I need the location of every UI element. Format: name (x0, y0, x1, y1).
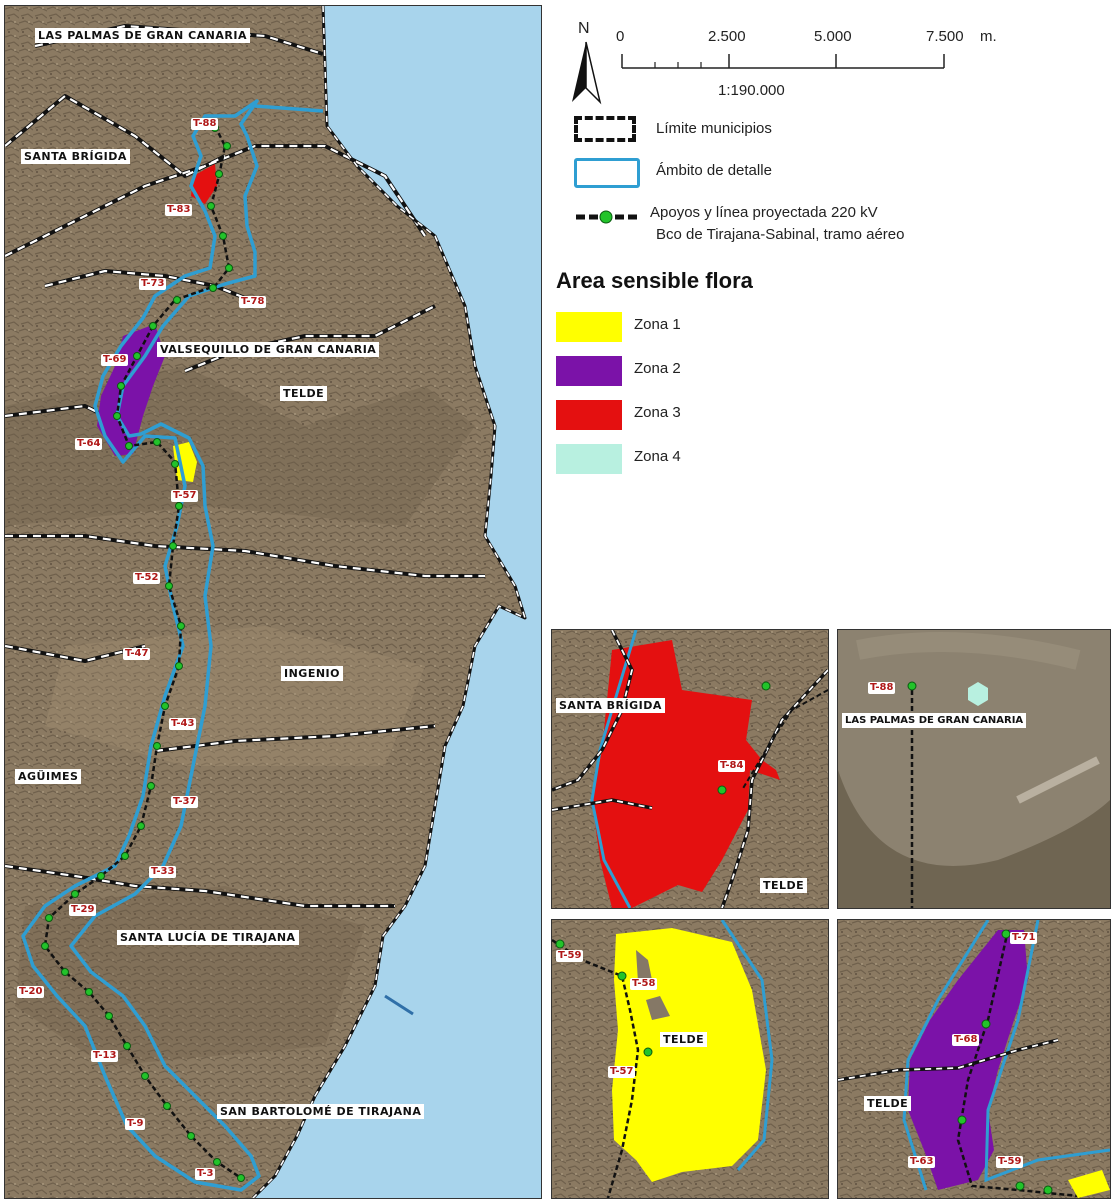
muni-label-las-palmas: LAS PALMAS DE GRAN CANARIA (35, 28, 250, 43)
tower-label: T-57 (171, 490, 199, 502)
tower-label: T-64 (75, 438, 103, 450)
inset-1-label-telde: TELDE (760, 878, 808, 893)
tower-label: T-20 (17, 986, 45, 998)
muni-label-telde: TELDE (280, 386, 328, 401)
muni-label-santa-lucia: SANTA LUCÍA DE TIRAJANA (117, 930, 299, 945)
tower-label: T-3 (195, 1168, 216, 1180)
scale-bar (621, 54, 945, 69)
zone2-area (97, 324, 165, 456)
tower-label: T-33 (149, 866, 177, 878)
inset-3-label-telde: TELDE (660, 1032, 708, 1047)
tower-label: T-29 (69, 904, 97, 916)
tower-label: T-73 (139, 278, 167, 290)
inset-4-label-telde: TELDE (864, 1096, 912, 1111)
muni-label-aguimes: AGÜIMES (15, 769, 82, 784)
legend-line-label-2: Bco de Tirajana-Sabinal, tramo aéreo (656, 226, 905, 243)
tower-label: T-9 (125, 1118, 146, 1130)
scale-tick-7500: 7.500 (926, 28, 964, 45)
tower-label: T-13 (91, 1050, 119, 1062)
north-arrow-icon (572, 41, 602, 105)
main-map-canvas (5, 6, 527, 1198)
north-label: N (578, 20, 590, 37)
tower-label: T-43 (169, 718, 197, 730)
inset-3-canvas (552, 920, 828, 1198)
inset-2-label-las-palmas: LAS PALMAS DE GRAN CANARIA (842, 713, 1027, 728)
tower-label: T-88 (191, 118, 219, 130)
zone3-swatch (556, 400, 622, 430)
legend: N 0 2.500 5.000 7.500 m. 1:190.000 Límit… (548, 6, 1108, 616)
zone4-swatch (556, 444, 622, 474)
inset-4-tower-label: T-63 (908, 1156, 936, 1168)
tower-label: T-69 (101, 354, 129, 366)
zone3-area (191, 164, 217, 204)
scale-tick-0: 0 (616, 28, 625, 45)
inset-map-3[interactable]: T-59 T-58 T-57 TELDE (551, 919, 829, 1199)
inset-2-tower-label: T-88 (868, 682, 896, 694)
inset-map-2[interactable]: T-88 LAS PALMAS DE GRAN CANARIA (837, 629, 1111, 909)
inset-map-1[interactable]: SANTA BRÍGIDA TELDE T-84 (551, 629, 829, 909)
scale-tick-5000: 5.000 (814, 28, 852, 45)
muni-label-santa-brigida: SANTA BRÍGIDA (21, 149, 130, 164)
tower-label: T-52 (133, 572, 161, 584)
zone2-swatch (556, 356, 622, 386)
land-area (5, 6, 525, 1198)
muni-label-ingenio: INGENIO (281, 666, 343, 681)
legend-detail-label: Ámbito de detalle (656, 162, 772, 179)
scale-unit: m. (980, 28, 997, 45)
tower-markers (41, 124, 245, 1182)
muni-label-valsequillo: VALSEQUILLO DE GRAN CANARIA (157, 342, 380, 357)
inset-1-tower-label: T-84 (718, 760, 746, 772)
tower-label: T-47 (123, 648, 151, 660)
legend-detail-symbol (574, 158, 640, 188)
legend-line-label: Apoyos y línea proyectada 220 kV (650, 204, 878, 221)
tower-label: T-83 (165, 204, 193, 216)
inset-4-tower-label: T-68 (952, 1034, 980, 1046)
zone1-label: Zona 1 (634, 316, 681, 333)
inset-3-tower-label: T-57 (608, 1066, 636, 1078)
inset-4-tower-label: T-71 (1010, 932, 1038, 944)
main-map[interactable]: LAS PALMAS DE GRAN CANARIA SANTA BRÍGIDA… (4, 5, 542, 1199)
inset-1-canvas (552, 630, 828, 908)
muni-label-san-bartolome: SAN BARTOLOMÉ DE TIRAJANA (217, 1104, 425, 1119)
inset-1-label-santa-brigida: SANTA BRÍGIDA (556, 698, 665, 713)
zone4-label: Zona 4 (634, 448, 681, 465)
legend-line-symbol (576, 210, 638, 224)
legend-boundary-symbol (574, 116, 636, 142)
inset-4-canvas (838, 920, 1110, 1198)
zone3-label: Zona 3 (634, 404, 681, 421)
legend-boundary-label: Límite municipios (656, 120, 772, 137)
zone1-swatch (556, 312, 622, 342)
scale-tick-2500: 2.500 (708, 28, 746, 45)
power-line (43, 125, 242, 1180)
tower-label: T-78 (239, 296, 267, 308)
detail-buffer (21, 99, 324, 1192)
inset-2-canvas (838, 630, 1110, 908)
tower-label: T-37 (171, 796, 199, 808)
scale-ratio: 1:190.000 (718, 82, 785, 99)
inset-3-tower-label: T-59 (556, 950, 584, 962)
inset-4-tower-label: T-59 (996, 1156, 1024, 1168)
zone2-label: Zona 2 (634, 360, 681, 377)
legend-title: Area sensible flora (556, 268, 753, 293)
inset-map-4[interactable]: T-71 T-68 T-63 T-59 TELDE (837, 919, 1111, 1199)
inset-3-tower-label: T-58 (630, 978, 658, 990)
